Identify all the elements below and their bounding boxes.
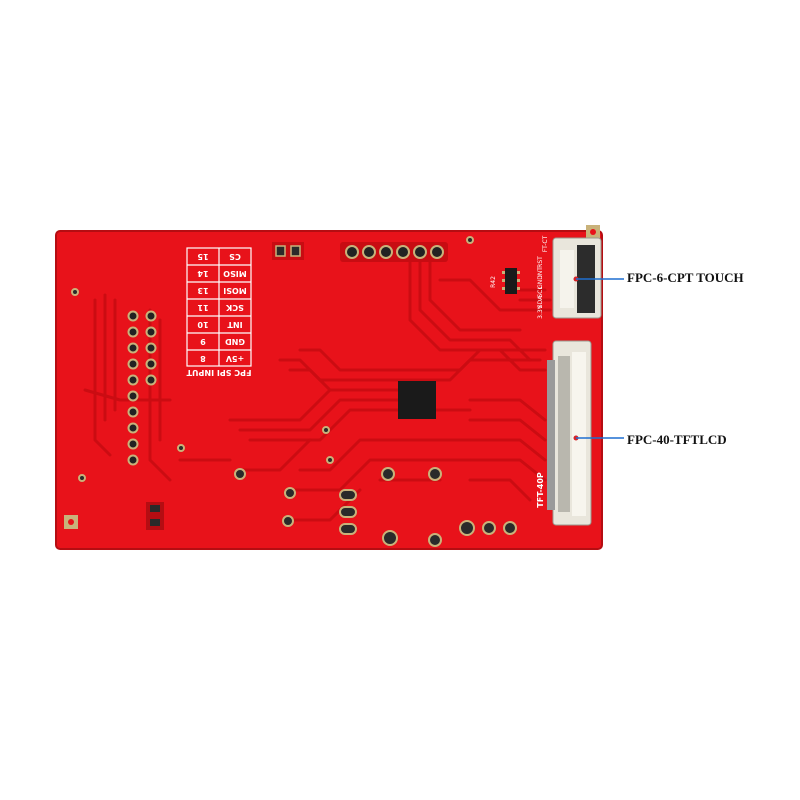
tft-40p-label: TFT-40P	[536, 472, 545, 508]
svg-text:SCL: SCL	[537, 286, 544, 298]
spi-pin-table	[186, 247, 252, 367]
r42-resistor-array: R42	[490, 268, 520, 294]
mounting-pads	[64, 225, 600, 529]
top-header-pins	[340, 242, 448, 262]
small-component	[272, 242, 304, 260]
touch-fpc-connector	[552, 237, 602, 319]
table-signal: MOSI	[223, 286, 247, 295]
table-pin: 10	[197, 320, 209, 329]
svg-text:SDA: SDA	[537, 295, 544, 308]
callout-touch-connector: FPC-6-CPT TOUCH	[627, 270, 744, 285]
table-signal: CS	[229, 252, 241, 261]
table-signal: MISO	[223, 269, 247, 278]
center-ic-chip	[398, 381, 436, 419]
svg-text:GND: GND	[537, 275, 544, 289]
table-signal: +5V	[225, 354, 244, 363]
ft-ct-label: FT-CT	[542, 235, 549, 252]
vias	[71, 236, 517, 547]
center-pads	[339, 489, 357, 535]
table-pin: 8	[200, 354, 206, 363]
bottom-left-component	[146, 502, 164, 530]
lcd-fpc-connector: TFT-40P	[536, 340, 592, 526]
table-signal: GND	[225, 337, 245, 346]
table-pin: 13	[197, 286, 208, 295]
table-pin: 9	[200, 337, 206, 346]
callout-lcd-connector: FPC-40-TFTLCD	[627, 432, 727, 447]
left-header-pins	[127, 310, 157, 466]
table-pin: 15	[197, 252, 209, 261]
svg-text:RST: RST	[537, 256, 544, 268]
table-pin: 11	[197, 303, 209, 312]
r42-label: R42	[490, 276, 497, 288]
table-pin: 14	[197, 269, 209, 278]
table-signal: INT	[227, 320, 243, 329]
spi-pin-table-text: CS 15 MISO 14 MOSI 13 SCK 11 INT 10 GND …	[186, 252, 251, 377]
svg-text:INT: INT	[537, 267, 544, 277]
table-signal: SCK	[225, 303, 244, 312]
connector-title: FPC SPI INPUT	[186, 368, 251, 377]
svg-text:3.3V: 3.3V	[537, 304, 544, 319]
